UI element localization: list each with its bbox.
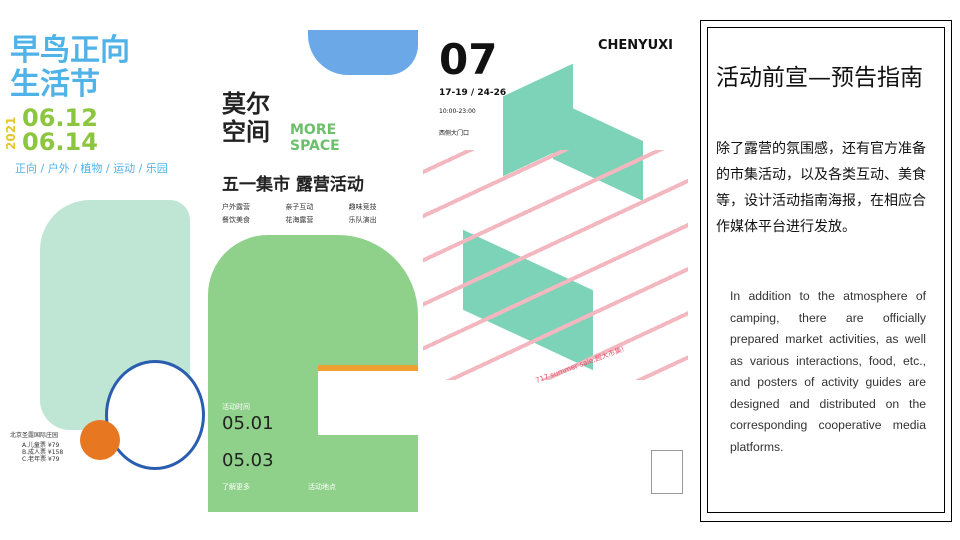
panel-title: 活动前宣—预告指南 <box>716 65 923 91</box>
feature-item: 户外露营 <box>222 203 250 211</box>
panel-inner-border: 活动前宣—预告指南 除了露营的氛围感，还有官方准备的市集活动，以及各类互动、美食… <box>707 27 945 513</box>
poster-more-space: 莫尔空间 MORE SPACE 五一集市 露营活动 户外露营 亲子互动 趣味竞技 餐… <box>208 30 418 512</box>
description-panel: 活动前宣—预告指南 除了露营的氛围感，还有官方准备的市集活动，以及各类互动、美食… <box>700 20 952 522</box>
feature-item: 乐队演出 <box>348 216 377 224</box>
poster-year: 2021 <box>4 116 18 150</box>
poster-date-end: 06.14 <box>22 128 98 156</box>
bird-cheek <box>80 420 120 460</box>
sky-illustration <box>308 30 418 75</box>
poster-title-en: MORE SPACE <box>290 122 340 154</box>
poster-brand: CHENYUXI <box>598 38 674 53</box>
time-label: 活动时间 <box>222 403 250 411</box>
panel-body-en: In addition to the atmosphere of camping… <box>730 289 926 454</box>
ticket-item: A.儿童票 ¥79 <box>22 442 60 449</box>
poster-place: 西侧大门口 <box>439 130 470 137</box>
poster-days: 17-19 / 24-26 <box>439 88 507 98</box>
poster-subtitle: 五一集市 露营活动 <box>222 175 364 195</box>
ticket-item: C.老年票 ¥79 <box>22 456 60 463</box>
poster-date-start: 06.12 <box>22 104 98 132</box>
feature-item: 趣味竞技 <box>348 203 377 211</box>
poster-features: 户外露营 亲子互动 趣味竞技 餐饮美食 花海露营 乐队演出 <box>222 202 412 225</box>
poster-early-bird-festival: 早鸟正向生活节 2021 06.12 06.14 正向 / 户外 / 植物 / … <box>0 30 205 512</box>
poster-hours: 10:00-23:00 <box>439 108 476 115</box>
ticket-item: B.成人票 ¥158 <box>22 449 64 456</box>
date-start: 05.01 <box>222 413 274 434</box>
panel-body-cn: 除了露营的氛围感，还有官方准备的市集活动，以及各类互动、美食等，设计活动指南海报… <box>716 141 926 235</box>
more-label: 了解更多 <box>222 483 250 491</box>
feature-item: 餐饮美食 <box>222 216 250 224</box>
poster-tags: 正向 / 户外 / 植物 / 运动 / 乐园 <box>15 162 168 175</box>
poster-title: 早鸟正向生活节 <box>10 33 130 102</box>
poster-location: 北京圣露国际庄园 <box>10 432 59 439</box>
poster-month: 07 <box>439 35 498 84</box>
bird-illustration <box>105 360 205 470</box>
place-label: 活动地点 <box>308 483 336 491</box>
poster-title-cn: 莫尔空间 <box>222 90 270 146</box>
caravan-illustration <box>318 365 418 435</box>
feature-item: 亲子互动 <box>285 203 314 211</box>
qr-code-frame <box>651 450 683 494</box>
feature-item: 花海露营 <box>285 216 314 224</box>
poster-summer-sale: 07 CHENYUXI 17-19 / 24-26 10:00-23:00 西侧… <box>423 30 688 512</box>
date-end: 05.03 <box>222 450 274 471</box>
market-stalls-illustration <box>423 150 688 380</box>
